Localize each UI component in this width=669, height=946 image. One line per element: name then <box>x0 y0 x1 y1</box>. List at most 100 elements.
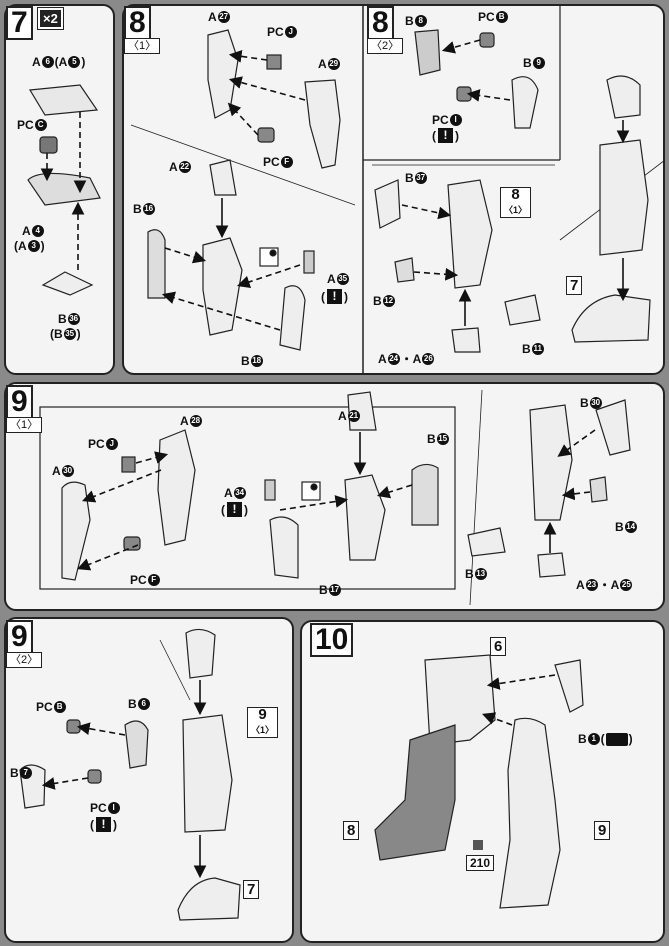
symmetric-pair-icon <box>605 732 628 746</box>
cut-warning: (!) <box>90 817 117 832</box>
part-prefix: (A <box>14 239 27 253</box>
paren: ) <box>40 239 45 253</box>
part-prefix: PC <box>17 118 34 132</box>
part-number: F <box>280 156 293 168</box>
quantity-badge: ×2 <box>37 7 64 30</box>
part-number: B <box>495 11 508 23</box>
part-number: 4 <box>31 225 44 237</box>
part-number: I <box>449 114 462 126</box>
ref-step-6: 6 <box>490 637 507 656</box>
part-prefix: A <box>318 57 327 71</box>
cut-warning-icon: ! <box>438 128 453 143</box>
ref-step-7: 7 <box>243 880 260 899</box>
cut-warning: (!) <box>432 128 459 143</box>
part-number: 6 <box>137 698 150 710</box>
marking-sticker-number: 210 <box>466 855 495 871</box>
part-number: 30 <box>589 397 602 409</box>
part-number: B <box>53 701 66 713</box>
part-prefix: (A <box>54 55 68 69</box>
step-8-2-number: 8 <box>367 6 394 40</box>
paren: ) <box>76 327 81 341</box>
part-prefix: ・A <box>598 578 620 592</box>
part-prefix: A <box>327 272 336 286</box>
step-10-number: 10 <box>310 623 354 657</box>
part-number: 5 <box>68 56 81 68</box>
part-number: 27 <box>217 11 230 23</box>
part-prefix: A <box>22 224 31 238</box>
part-prefix: A <box>208 10 217 24</box>
part-number: 14 <box>624 521 637 533</box>
part-number: 1 <box>587 733 600 745</box>
part-number: 34 <box>233 487 246 499</box>
ref-step-8-1: 8〈1〉 <box>500 187 532 218</box>
part-prefix: B <box>58 312 67 326</box>
cut-warning: (!) <box>221 502 248 517</box>
ref-number: 9 <box>258 706 267 723</box>
paren: ( <box>221 502 225 517</box>
part-prefix: B <box>405 14 414 28</box>
part-number: 25 <box>620 578 633 591</box>
part-number: F <box>147 574 160 586</box>
part-number: 6 <box>41 56 54 68</box>
part-number: 15 <box>436 433 449 445</box>
part-prefix: B <box>405 171 414 185</box>
part-number: C <box>34 119 47 131</box>
step-9-1-number: 9 <box>6 385 33 419</box>
part-prefix: B <box>580 396 589 410</box>
step-8-1-number: 8 <box>124 6 151 40</box>
part-number: I <box>107 802 120 814</box>
part-number: 13 <box>474 568 487 580</box>
paren: ) <box>455 128 459 143</box>
part-number: 24 <box>387 352 400 365</box>
paren: ) <box>244 502 248 517</box>
part-number: 8 <box>414 15 427 27</box>
step-9-2-number: 9 <box>6 620 33 654</box>
part-prefix: B <box>465 567 474 581</box>
part-prefix: B <box>373 294 382 308</box>
part-prefix: PC <box>267 25 284 39</box>
part-prefix: B <box>133 202 142 216</box>
part-prefix: PC <box>36 700 53 714</box>
paren: ) <box>344 289 348 304</box>
paren: ) <box>81 55 86 69</box>
part-number: 16 <box>142 203 155 215</box>
part-number: 29 <box>327 58 340 70</box>
part-prefix: A <box>378 351 387 366</box>
part-number: 18 <box>250 355 263 367</box>
part-number: 36 <box>67 313 80 325</box>
part-prefix: A <box>169 160 178 174</box>
cut-warning-icon: ! <box>227 502 242 517</box>
part-number: 11 <box>531 343 544 355</box>
part-prefix: B <box>578 732 587 746</box>
ref-sub: 〈1〉 <box>504 205 528 215</box>
part-prefix: PC <box>90 801 107 815</box>
part-prefix: B <box>241 354 250 368</box>
part-prefix: (B <box>50 327 63 341</box>
part-prefix: A <box>224 486 233 500</box>
cut-warning: (!) <box>321 289 348 304</box>
part-number: 17 <box>328 584 341 596</box>
